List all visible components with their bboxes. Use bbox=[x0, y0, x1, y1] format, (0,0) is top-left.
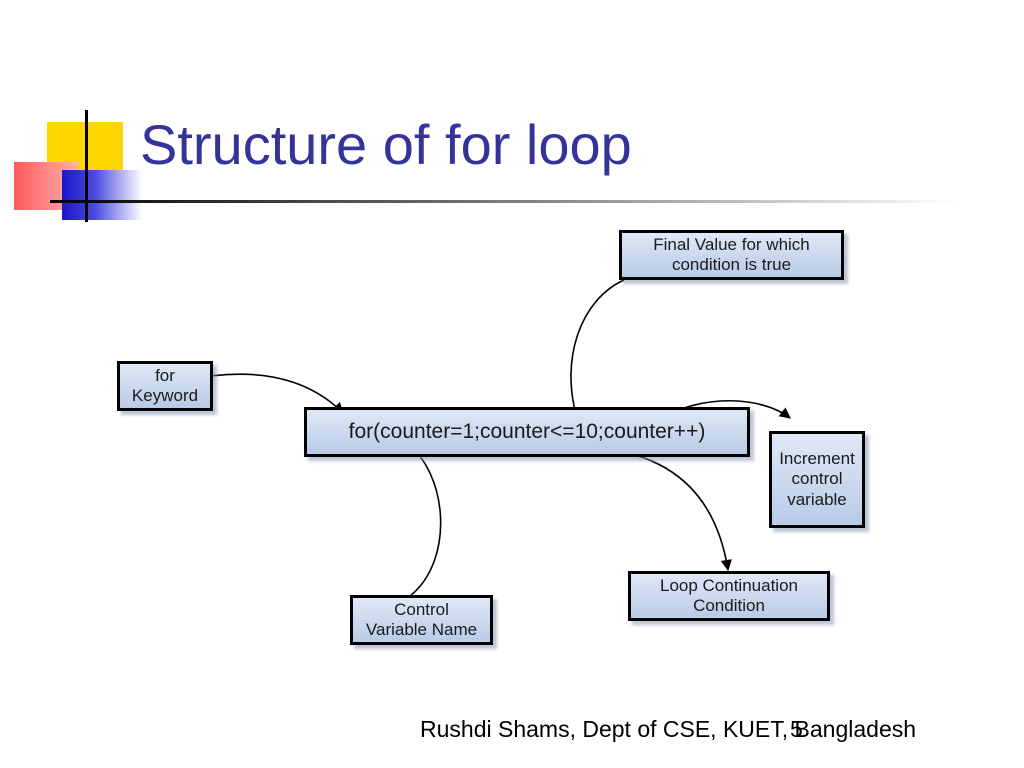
label-final-value-line2: condition is true bbox=[671, 255, 792, 274]
label-increment-line3: variable bbox=[787, 489, 847, 509]
arrow-final-value bbox=[570, 279, 625, 419]
label-for-keyword-line2: Keyword bbox=[131, 386, 199, 405]
code-for-statement: for(counter=1;counter<=10;counter++) bbox=[304, 407, 750, 457]
label-control-variable: Control Variable Name bbox=[350, 595, 493, 645]
code-for-statement-text: for(counter=1;counter<=10;counter++) bbox=[348, 420, 706, 444]
title-underline bbox=[50, 200, 960, 203]
label-final-value-line1: Final Value for which bbox=[653, 234, 810, 254]
label-control-variable-line2: Variable Name bbox=[365, 620, 478, 639]
slide-number: 5 bbox=[790, 716, 803, 742]
footer-credit: Rushdi Shams, Dept of CSE, KUET, Banglad… bbox=[420, 716, 917, 742]
label-for-keyword: for Keyword bbox=[117, 361, 213, 411]
slide-title: Structure of for loop bbox=[140, 113, 632, 176]
label-increment-line2: control bbox=[791, 469, 843, 489]
label-increment-line1: Increment bbox=[779, 448, 855, 468]
arrow-continuation bbox=[539, 446, 732, 572]
label-final-value: Final Value for which condition is true bbox=[619, 230, 844, 280]
decor-blue-square bbox=[62, 170, 142, 220]
arrow-control-var bbox=[404, 441, 442, 597]
label-increment: Increment control variable bbox=[769, 431, 865, 528]
label-for-keyword-line1: for bbox=[155, 365, 175, 385]
decor-vertical-line bbox=[85, 110, 88, 222]
label-loop-continuation-line1: Loop Continuation bbox=[659, 575, 798, 595]
label-loop-continuation: Loop Continuation Condition bbox=[628, 571, 830, 621]
label-control-variable-line1: Control bbox=[394, 599, 449, 619]
label-loop-continuation-line2: Condition bbox=[693, 596, 765, 615]
